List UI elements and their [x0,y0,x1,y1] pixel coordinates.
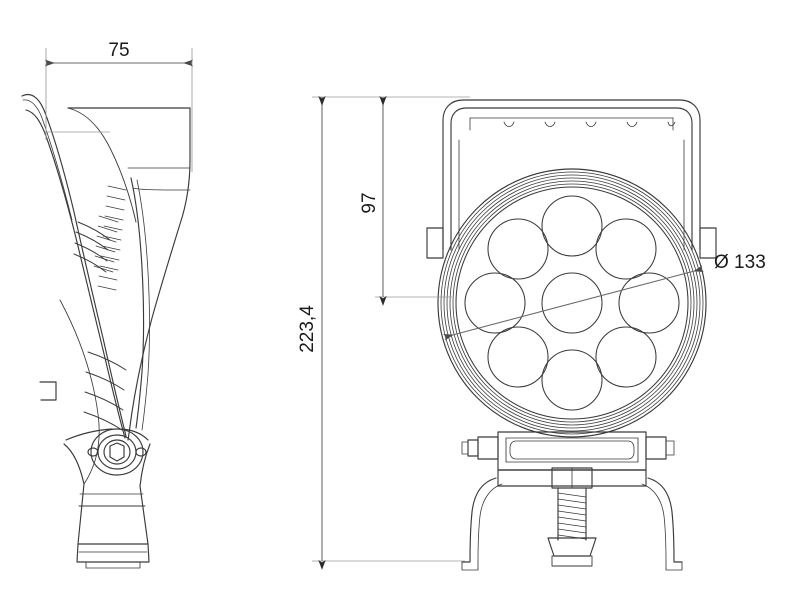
dimension-height-223-4-label: 223,4 [297,305,318,353]
pivot-bolt [87,428,147,476]
dimension-width-75-label: 75 [108,40,129,61]
dimension-width-75: 75 [45,40,193,67]
led-ring [541,349,603,411]
front-view-construction [312,96,470,562]
side-view [21,93,191,569]
mount-assembly [461,431,683,571]
led-ring [595,326,657,388]
front-view [426,99,717,571]
side-view-construction [45,48,193,172]
led-ring [618,272,680,334]
dimension-height-223-4: 223,4 [297,96,326,570]
dimension-lens-diameter: Ø 133 [443,252,766,341]
dimension-height-97: 97 [359,96,387,306]
dimension-height-97-label: 97 [359,192,380,213]
handle-rivets [503,121,676,127]
led-ring [487,218,549,280]
side-tabs [426,227,717,259]
led-ring [487,326,549,388]
dimension-lens-diameter-label: Ø 133 [714,252,766,273]
led-ring [595,218,657,280]
led-ring [541,195,603,257]
